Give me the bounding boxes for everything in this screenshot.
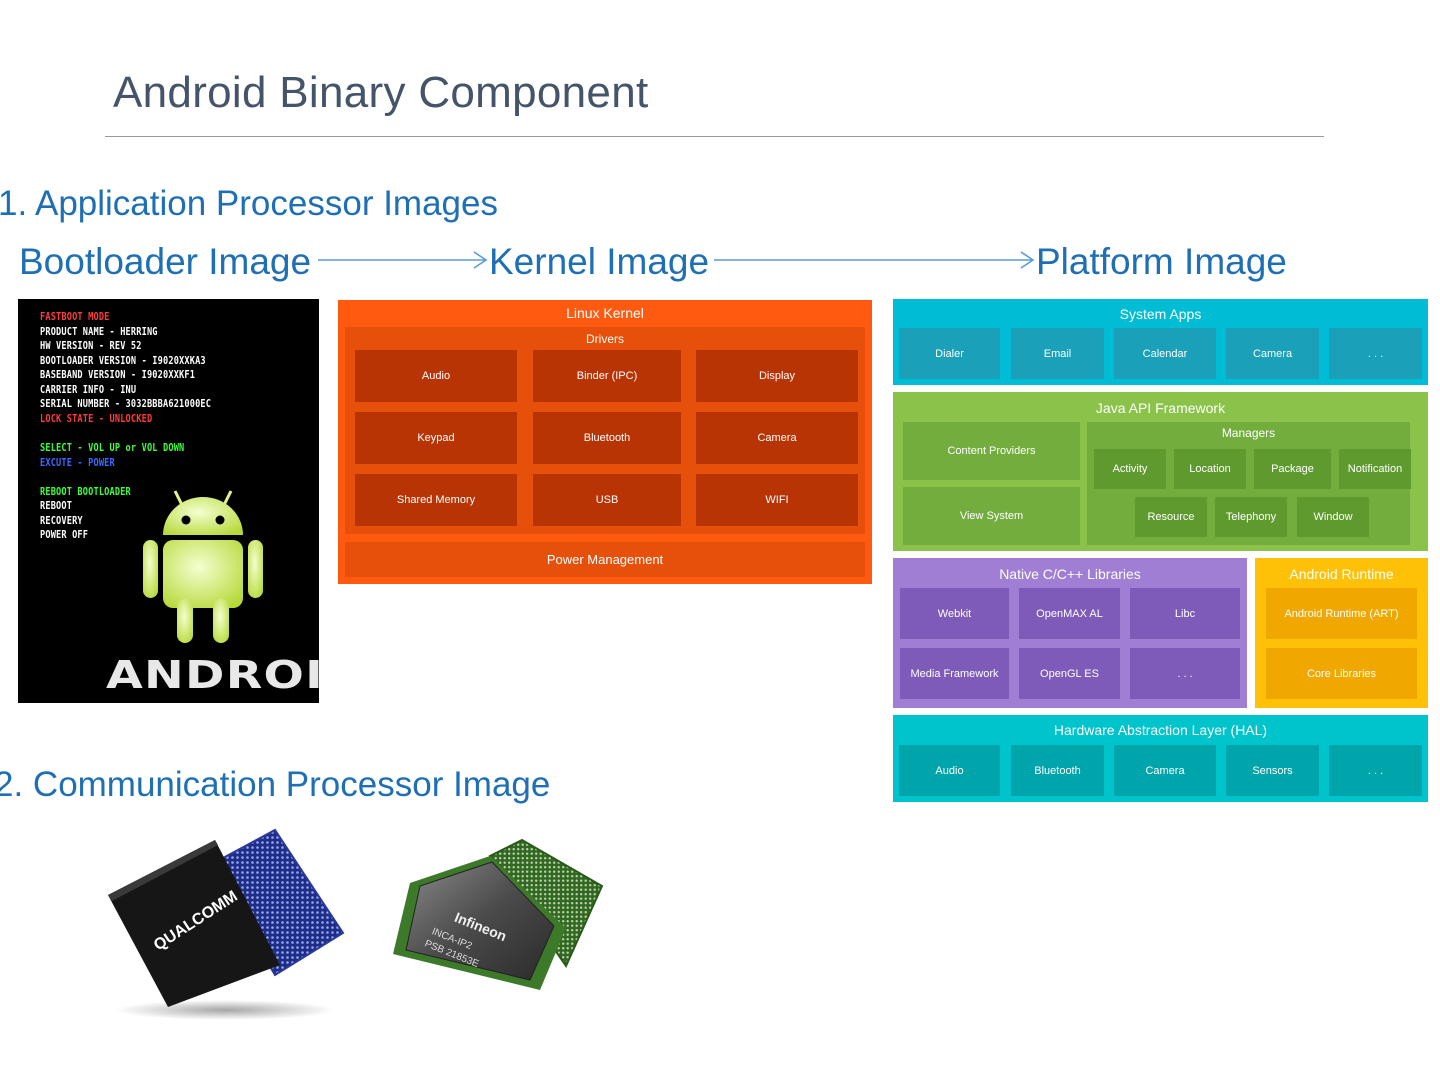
manager-window: Window	[1297, 497, 1369, 537]
fastboot-line: RECOVERY	[40, 515, 83, 527]
manager-telephony: Telephony	[1215, 497, 1287, 537]
lib-opengl-es: OpenGL ES	[1019, 648, 1120, 699]
fastboot-line: REBOOT	[40, 500, 73, 512]
lib-more: . . .	[1130, 648, 1240, 699]
driver-shared-memory: Shared Memory	[355, 474, 517, 526]
fastboot-line: SERIAL NUMBER - 3032BBBA621000EC	[40, 398, 212, 410]
android-robot-icon	[143, 490, 263, 643]
runtime-core-libraries: Core Libraries	[1266, 648, 1417, 699]
manager-location: Location	[1174, 449, 1246, 489]
driver-bluetooth: Bluetooth	[533, 412, 681, 464]
app-camera: Camera	[1226, 328, 1319, 379]
manager-notification: Notification	[1339, 449, 1411, 489]
managers-group: Managers Activity Location Package Notif…	[1087, 422, 1411, 545]
section-application-processor: 1. Application Processor Images	[0, 184, 498, 223]
platform-label: Platform Image	[1036, 241, 1287, 282]
drivers-group: Drivers Audio Binder (IPC) Display Keypa…	[345, 327, 865, 534]
driver-camera: Camera	[696, 412, 858, 464]
content-providers: Content Providers	[903, 422, 1080, 480]
manager-package: Package	[1254, 449, 1331, 489]
hal-layer: Hardware Abstraction Layer (HAL) Audio B…	[893, 715, 1428, 802]
hal-more: . . .	[1329, 745, 1422, 796]
section-communication-processor: 2. Communication Processor Image	[0, 765, 551, 804]
title-divider	[105, 136, 1324, 137]
lib-libc: Libc	[1130, 588, 1240, 639]
linux-kernel-title: Linux Kernel	[566, 305, 644, 321]
arrow-bootloader-to-kernel	[318, 251, 488, 269]
manager-activity: Activity	[1094, 449, 1166, 489]
slide-title: Android Binary Component	[113, 68, 649, 117]
managers-title: Managers	[1221, 426, 1276, 440]
fastboot-line: PRODUCT NAME - HERRING	[40, 326, 158, 338]
qualcomm-chip-image: QUALCOMM	[108, 828, 345, 1020]
native-libraries-title: Native C/C++ Libraries	[999, 566, 1141, 582]
native-libraries-layer: Native C/C++ Libraries Webkit OpenMAX AL…	[893, 558, 1247, 708]
hal-audio: Audio	[899, 745, 1000, 796]
hal-bluetooth: Bluetooth	[1011, 745, 1104, 796]
android-wordmark: ANDROID	[106, 653, 319, 697]
fastboot-line: POWER OFF	[40, 529, 89, 541]
runtime-art: Android Runtime (ART)	[1266, 588, 1417, 639]
fastboot-line: LOCK STATE - UNLOCKED	[40, 413, 153, 425]
power-management: Power Management	[345, 542, 865, 577]
infineon-chip-image: Infineon INCA-IP2 PSB 21853E	[393, 838, 604, 990]
system-apps-title: System Apps	[1119, 306, 1202, 322]
fastboot-line: REBOOT BOOTLOADER	[40, 486, 131, 498]
fastboot-line: BASEBAND VERSION - I9020XXKF1	[40, 369, 196, 381]
manager-resource: Resource	[1135, 497, 1207, 537]
hal-sensors: Sensors	[1226, 745, 1319, 796]
kernel-label: Kernel Image	[489, 241, 710, 282]
hal-title: Hardware Abstraction Layer (HAL)	[1053, 722, 1268, 738]
fastboot-line: BOOTLOADER VERSION - I9020XXKA3	[40, 355, 206, 367]
driver-keypad: Keypad	[355, 412, 517, 464]
driver-wifi: WIFI	[696, 474, 858, 526]
fastboot-line: HW VERSION - REV 52	[40, 340, 142, 352]
view-system: View System	[903, 487, 1080, 545]
lib-webkit: Webkit	[900, 588, 1009, 639]
lib-media-framework: Media Framework	[900, 648, 1009, 699]
arrow-kernel-to-platform	[714, 251, 1035, 269]
app-calendar: Calendar	[1114, 328, 1216, 379]
fastboot-screen: FASTBOOT MODE PRODUCT NAME - HERRING HW VE…	[18, 299, 319, 703]
linux-kernel-diagram: Linux Kernel Drivers Audio Binder (IPC) …	[338, 300, 872, 584]
app-dialer: Dialer	[899, 328, 1000, 379]
app-more: . . .	[1329, 328, 1422, 379]
lib-openmax: OpenMAX AL	[1019, 588, 1120, 639]
hal-camera: Camera	[1114, 745, 1216, 796]
fastboot-line: SELECT - VOL UP or VOL DOWN	[40, 442, 185, 454]
app-email: Email	[1011, 328, 1104, 379]
java-api-framework-layer: Java API Framework Content Providers Vie…	[893, 392, 1428, 551]
fastboot-line: EXCUTE - POWER	[40, 457, 115, 469]
fastboot-line: CARRIER INFO - INU	[40, 384, 137, 396]
fastboot-line: FASTBOOT MODE	[40, 311, 110, 323]
drivers-title: Drivers	[586, 332, 624, 346]
driver-binder: Binder (IPC)	[533, 350, 681, 402]
system-apps-layer: System Apps Dialer Email Calendar Camera…	[893, 299, 1428, 385]
driver-audio: Audio	[355, 350, 517, 402]
android-runtime-title: Android Runtime	[1289, 566, 1394, 582]
android-runtime-layer: Android Runtime Android Runtime (ART) Co…	[1255, 558, 1428, 708]
driver-usb: USB	[533, 474, 681, 526]
java-api-framework-title: Java API Framework	[1095, 400, 1226, 416]
bootloader-label: Bootloader Image	[19, 241, 312, 282]
driver-display: Display	[696, 350, 858, 402]
